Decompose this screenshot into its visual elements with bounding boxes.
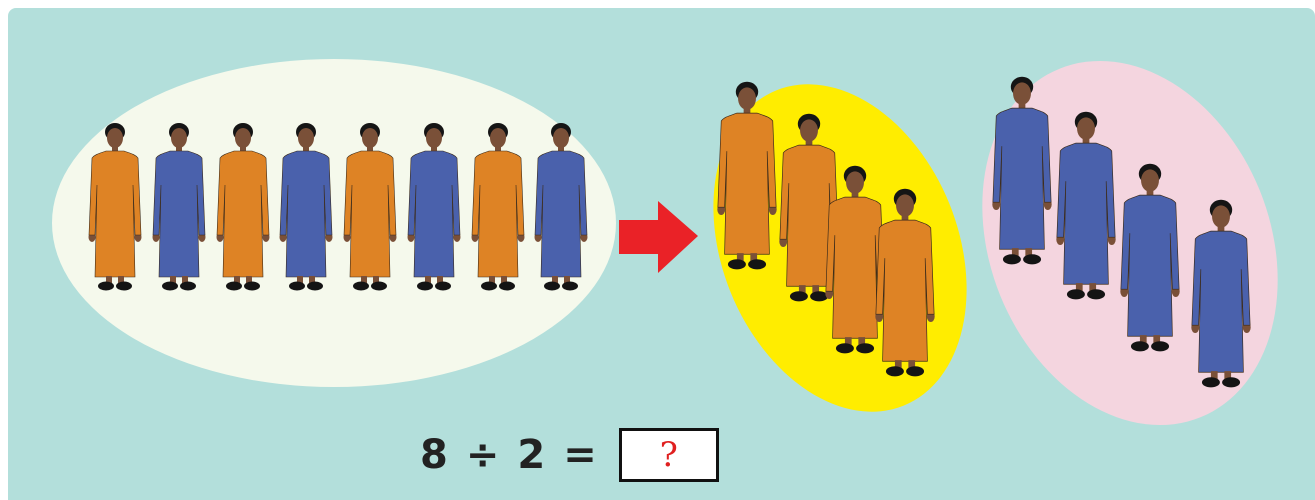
dividend: 8 bbox=[420, 432, 448, 478]
divisor: 2 bbox=[517, 432, 545, 478]
division-sign: ÷ bbox=[466, 432, 500, 478]
equals-sign: = bbox=[563, 432, 597, 478]
division-equation: 8 ÷ 2 = ? bbox=[420, 425, 719, 485]
answer-box[interactable]: ? bbox=[619, 428, 719, 482]
answer-placeholder: ? bbox=[660, 435, 678, 475]
